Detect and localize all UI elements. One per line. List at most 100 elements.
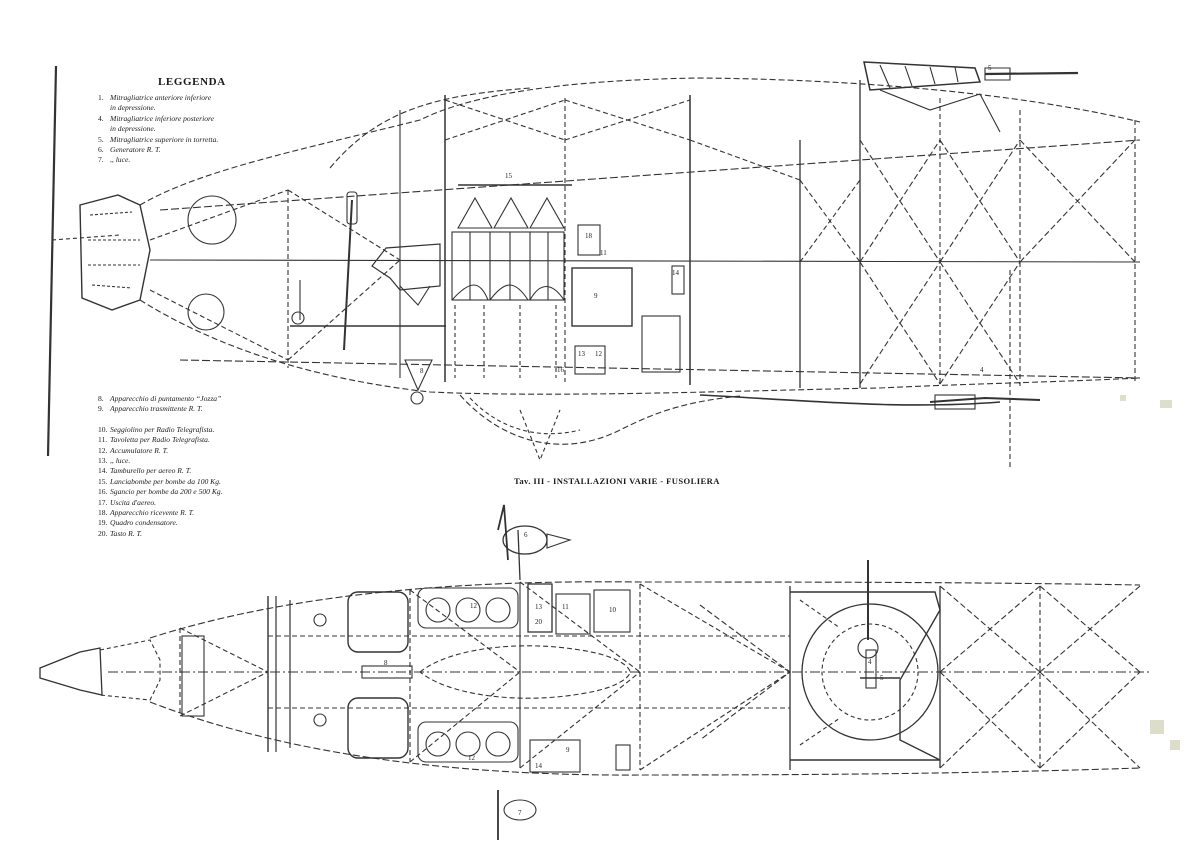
legend-text: Quadro condensatore. [110, 518, 178, 528]
legend-item: 17.Uscita d'aereo. [98, 498, 223, 508]
part-label: 20 [535, 618, 543, 626]
legend-item: 11.Tavoletta per Radio Telegrafista. [98, 435, 223, 445]
paper-speckles [1120, 395, 1180, 750]
legend-text: Apparecchio ricevente R. T. [110, 508, 195, 518]
plate-caption: Tav. III - INSTALLAZIONI VARIE - FUSOLIE… [514, 476, 720, 486]
legend-text: Tamburello per aereo R. T. [110, 466, 192, 476]
part-label: 13 [578, 350, 586, 358]
legend-item: 13.,, luce. [98, 456, 223, 466]
seat-left [347, 591, 409, 653]
legend-num: 18. [98, 508, 108, 518]
legend-item: 9. Apparecchio trasmittente R. T. [98, 404, 223, 414]
legend-item: 18.Apparecchio ricevente R. T. [98, 508, 223, 518]
legend-num: 8. [98, 394, 104, 403]
legend-num: 14. [98, 466, 108, 476]
part-label: 12 [470, 602, 478, 610]
legend-item: 7. ,, luce. [98, 155, 218, 165]
plan-outline-top [149, 581, 1141, 639]
legend-text: Tavoletta per Radio Telegrafista. [110, 435, 210, 445]
legend-num: 16. [98, 487, 108, 497]
turret-ring [699, 560, 941, 761]
legend-text: Seggiolino per Radio Telegrafista. [110, 424, 215, 434]
part-label: 11 [600, 249, 607, 257]
legend-text: ,, luce. [110, 155, 131, 165]
legend-item: 19.Quadro condensatore. [98, 518, 223, 528]
part-label: 4 [868, 658, 872, 666]
top-turret [863, 61, 1079, 133]
part-label: 11 [562, 603, 569, 611]
legend-item: 16.Sgancio per bombe da 200 e 500 Kg. [98, 487, 223, 497]
legend-group-b: 8. Apparecchio di puntamento “Jozza” 9. Ap… [98, 394, 223, 539]
legend-text: Mitragliatrice inferiore posteriore [110, 113, 215, 123]
legend-num: 7. [98, 155, 104, 165]
part-label: 16 [557, 366, 565, 374]
legend-num: 12. [98, 445, 108, 455]
legend-title: LEGGENDA [158, 76, 226, 88]
legend-num: 17. [98, 497, 108, 507]
tank-upper [187, 195, 237, 245]
legend-item-cont: in depressione. [110, 124, 156, 134]
part-label: 7 [518, 809, 522, 817]
part-label: 5 [988, 64, 992, 72]
tank-lower [187, 293, 225, 331]
legend-text: Apparecchio trasmittente R. T. [110, 404, 203, 414]
legend-item: 1.Mitragliatrice anteriore inferiore [98, 93, 218, 103]
part-label: 8 [384, 659, 388, 667]
side-view-fuselage [46, 61, 1141, 470]
legend-item: 8. Apparecchio di puntamento “Jozza” [98, 394, 223, 404]
legend-num: 11. [98, 435, 108, 445]
plan-outline-bottom [149, 701, 1141, 776]
legend-text: Uscita d'aereo. [110, 497, 157, 507]
legend-text: ,, luce. [110, 456, 131, 466]
seat-right [347, 697, 409, 759]
legend-text: Sgancio per bombe da 200 e 500 Kg. [110, 487, 223, 497]
part-label: 12 [468, 754, 476, 762]
side-view-part-labels: 15 18 11 9 14 12 13 16 8 4 5 [420, 64, 992, 375]
legend-num: 5. [98, 134, 104, 144]
bomb-rack [451, 184, 572, 378]
legend-num: 13. [98, 456, 108, 466]
legend-item: 6.Generatore R. T. [98, 145, 218, 155]
part-label: 13 [535, 603, 543, 611]
legend-num: 10. [98, 424, 108, 434]
legend-num: 6. [98, 145, 104, 155]
legend-num: 4. [98, 113, 104, 123]
legend-item: 4. Mitragliatrice inferiore posteriore [98, 114, 218, 124]
fuselage-bottom-outline [139, 299, 1141, 395]
legend-item: 10.Seggiolino per Radio Telegrafista. [98, 425, 223, 435]
legend-num: 9. [98, 404, 104, 414]
legend-item: 15.Lanciabombe per bombe da 100 Kg. [98, 477, 223, 487]
part-label: 5 [880, 674, 884, 682]
legend-item: 5. Mitragliatrice superiore in torretta. [98, 135, 218, 145]
legend-text: Tasto R. T. [110, 528, 143, 538]
legend-group-a: 1.Mitragliatrice anteriore inferiore in … [98, 93, 218, 166]
legend-item-cont: in depressione. [110, 103, 156, 113]
propeller-blade [46, 65, 58, 457]
part-label: 14 [535, 762, 543, 770]
part-label: 14 [672, 269, 680, 277]
legend-text: Mitragliatrice superiore in torretta. [110, 134, 219, 144]
legend-num [98, 415, 110, 425]
part-label: 18 [585, 232, 593, 240]
part-label: 15 [505, 172, 513, 180]
legend-text: Accumulatore R. T. [110, 445, 169, 455]
legend-text: Apparecchio di puntamento “Jozza” [110, 394, 222, 403]
plan-view-fuselage [39, 504, 1150, 840]
part-label: 6 [524, 531, 528, 539]
part-label: 12 [595, 350, 603, 358]
part-label: 8 [420, 367, 424, 375]
engine [79, 194, 151, 311]
legend-num: 15. [98, 476, 108, 486]
radio-transmitter [571, 267, 633, 327]
legend-spacer [98, 415, 223, 425]
legend-item: 20.Tasto R. T. [98, 529, 223, 539]
part-label: 4 [980, 366, 984, 374]
part-label: 9 [594, 292, 598, 300]
legend-num: 19. [98, 518, 108, 528]
legend-item: 12.Accumulatore R. T. [98, 446, 223, 456]
legend-text: Lanciabombe per bombe da 100 Kg. [110, 476, 221, 486]
legend-num: 1. [98, 93, 104, 102]
legend-num: 20. [98, 528, 108, 538]
